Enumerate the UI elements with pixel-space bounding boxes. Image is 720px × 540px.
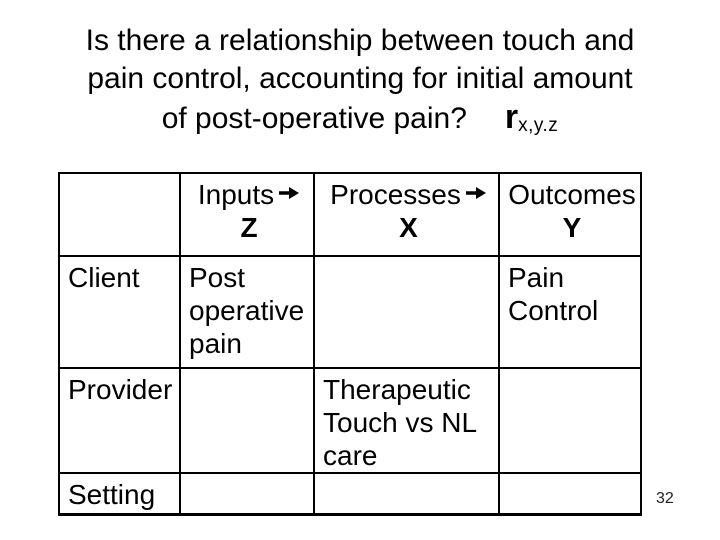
column-header-inputs-label-line: Inputs [189, 178, 309, 211]
title-line-3-text: of post-operative pain? [161, 102, 467, 135]
table-corner-cell [58, 172, 181, 257]
title-line-3: of post-operative pain? rx,y.z [0, 98, 720, 145]
cell-client-outcomes: Pain Control [498, 255, 642, 369]
correlation-r: r [504, 98, 519, 136]
column-header-outcomes: Outcomes Y [498, 172, 642, 257]
table-row-setting: Setting [58, 472, 642, 516]
table-row-client: Client Post operative pain Pain Control [58, 255, 642, 369]
cell-setting-outcomes [498, 472, 642, 516]
cell-setting-inputs [179, 472, 315, 516]
column-letter-y: Y [562, 212, 582, 243]
cell-provider-processes: Therapeutic Touch vs NL care [313, 367, 500, 474]
column-header-inputs-label: Inputs [197, 179, 275, 210]
column-header-inputs: Inputs Z [179, 172, 315, 257]
logic-model-table: Inputs Z Processes X Outcomes Y Client P… [58, 172, 642, 516]
correlation-subscript: x,y.z [518, 115, 559, 136]
correlation-notation: rx,y.z [505, 98, 559, 136]
table-row-provider: Provider Therapeutic Touch vs NL care [58, 367, 642, 474]
cell-provider-inputs [179, 367, 315, 474]
column-header-processes-label: Processes [330, 179, 461, 210]
column-header-outcomes-label: Outcomes [508, 179, 636, 210]
column-header-processes: Processes X [313, 172, 500, 257]
cell-setting-processes [313, 472, 500, 516]
cell-client-processes [313, 255, 500, 369]
arrow-right-icon [465, 187, 486, 199]
row-label-client: Client [58, 255, 181, 369]
column-header-processes-label-line: Processes [323, 178, 494, 211]
row-label-provider: Provider [58, 367, 181, 474]
page-number: 32 [656, 490, 674, 507]
cell-client-inputs: Post operative pain [179, 255, 315, 369]
cell-provider-outcomes [498, 367, 642, 474]
column-letter-z: Z [240, 212, 258, 243]
column-header-outcomes-label-line: Outcomes [508, 178, 636, 211]
row-label-setting: Setting [58, 472, 181, 516]
arrow-right-icon [279, 187, 300, 199]
table-header-row: Inputs Z Processes X Outcomes Y [58, 172, 642, 257]
slide-title: Is there a relationship between touch an… [0, 22, 720, 145]
title-line-2: pain control, accounting for initial amo… [87, 62, 633, 95]
column-letter-x: X [399, 212, 418, 243]
title-line-1: Is there a relationship between touch an… [85, 24, 635, 57]
